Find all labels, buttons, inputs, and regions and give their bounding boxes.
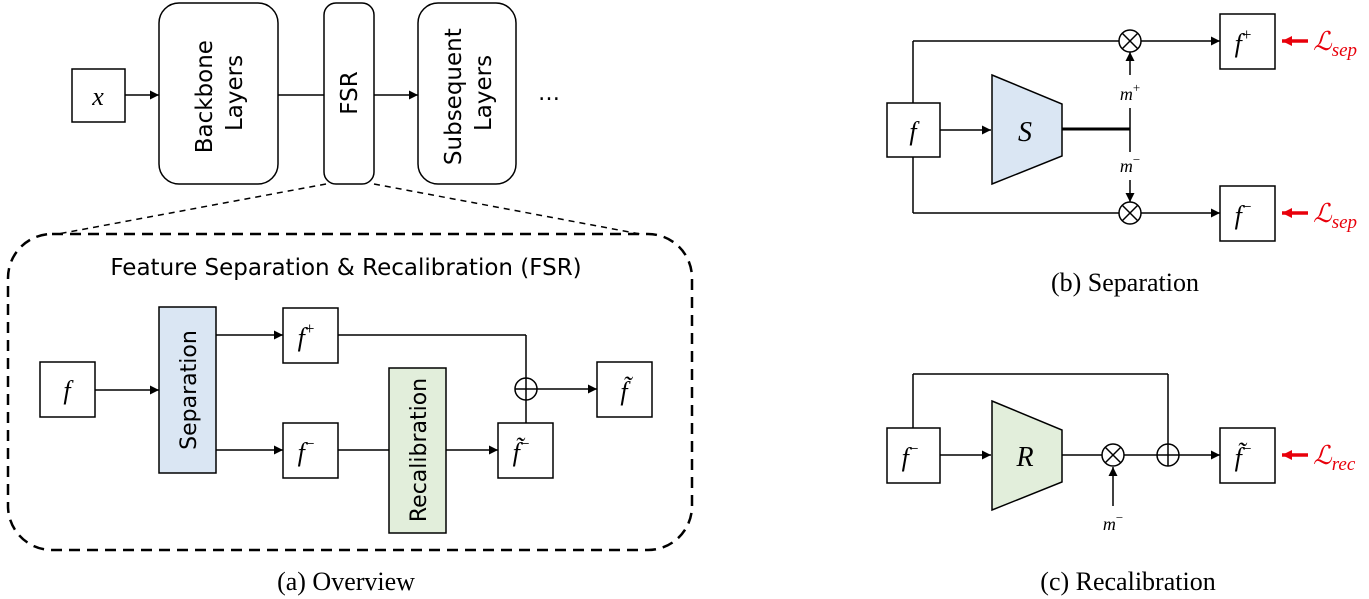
ftilde-box <box>596 361 653 418</box>
f-box <box>39 361 96 418</box>
fsr-detail-container <box>6 232 694 552</box>
sep-f-box <box>886 102 941 158</box>
rec-fminus-label: f− <box>902 439 919 472</box>
rec-R-trapezoid <box>991 399 1063 512</box>
separation-box <box>158 306 217 474</box>
fsr-box <box>323 2 375 185</box>
backbone-layers-box <box>158 2 279 185</box>
sep-loss-top: ℒsep <box>1313 27 1357 61</box>
sep-S-trapezoid <box>991 73 1063 186</box>
recalibration-label: Recalibration <box>407 378 432 522</box>
overview-panel: x Backbone Layers FSR Subsequent Layers … <box>6 2 694 596</box>
subsequent-layers-box <box>417 2 517 185</box>
separation-caption: (b) Separation <box>1051 268 1199 297</box>
sep-fminus-box <box>1219 185 1276 242</box>
sep-fplus-box <box>1219 13 1276 70</box>
backbone-layers-label: Backbone Layers <box>192 33 248 154</box>
zoom-line-left <box>57 183 327 235</box>
ellipsis: … <box>538 81 560 106</box>
sep-fminus-label: f− <box>1235 197 1252 230</box>
sep-f-label: f <box>909 117 920 146</box>
sep-mult-top-icon <box>1118 29 1142 53</box>
sum-node-icon <box>514 377 538 401</box>
recalibration-panel: f− R m− f̃− ℒrec (c) Recalibration <box>886 373 1356 596</box>
sep-loss-bottom: ℒsep <box>1313 199 1357 233</box>
rec-ftildeminus-box <box>1219 427 1276 484</box>
ftildeminus-box <box>497 422 554 479</box>
fplus-label: f+ <box>298 319 315 352</box>
rec-loss: ℒrec <box>1313 441 1356 475</box>
recalibration-caption: (c) Recalibration <box>1040 567 1215 596</box>
sep-m-minus-label: m− <box>1120 152 1140 176</box>
sep-S-label: S <box>1018 117 1032 148</box>
overview-caption: (a) Overview <box>277 567 415 596</box>
subsequent-layers-label: Subsequent Layers <box>441 21 497 165</box>
rec-sum-icon <box>1156 443 1180 467</box>
input-x-label: x <box>91 82 104 111</box>
fsr-title: Feature Separation & Recalibration (FSR) <box>110 255 581 281</box>
fplus-box <box>282 307 339 364</box>
f-label: f <box>63 376 74 405</box>
sep-mult-bottom-icon <box>1118 201 1142 225</box>
rec-R-label: R <box>1015 442 1033 473</box>
fsr-label: FSR <box>337 71 363 114</box>
input-x-box <box>71 68 126 123</box>
sep-m-plus-label: m+ <box>1120 80 1140 104</box>
separation-label: Separation <box>177 330 202 450</box>
fminus-label: f− <box>298 434 315 467</box>
rec-m-minus-label: m− <box>1103 510 1123 534</box>
separation-panel: f f+ ℒsep S m+ m− f− <box>886 13 1357 297</box>
recalibration-box <box>388 367 447 534</box>
rec-fminus-box <box>886 427 941 484</box>
zoom-line-right <box>373 183 641 235</box>
sep-fplus-label: f+ <box>1235 25 1252 58</box>
rec-mult-icon <box>1101 443 1125 467</box>
